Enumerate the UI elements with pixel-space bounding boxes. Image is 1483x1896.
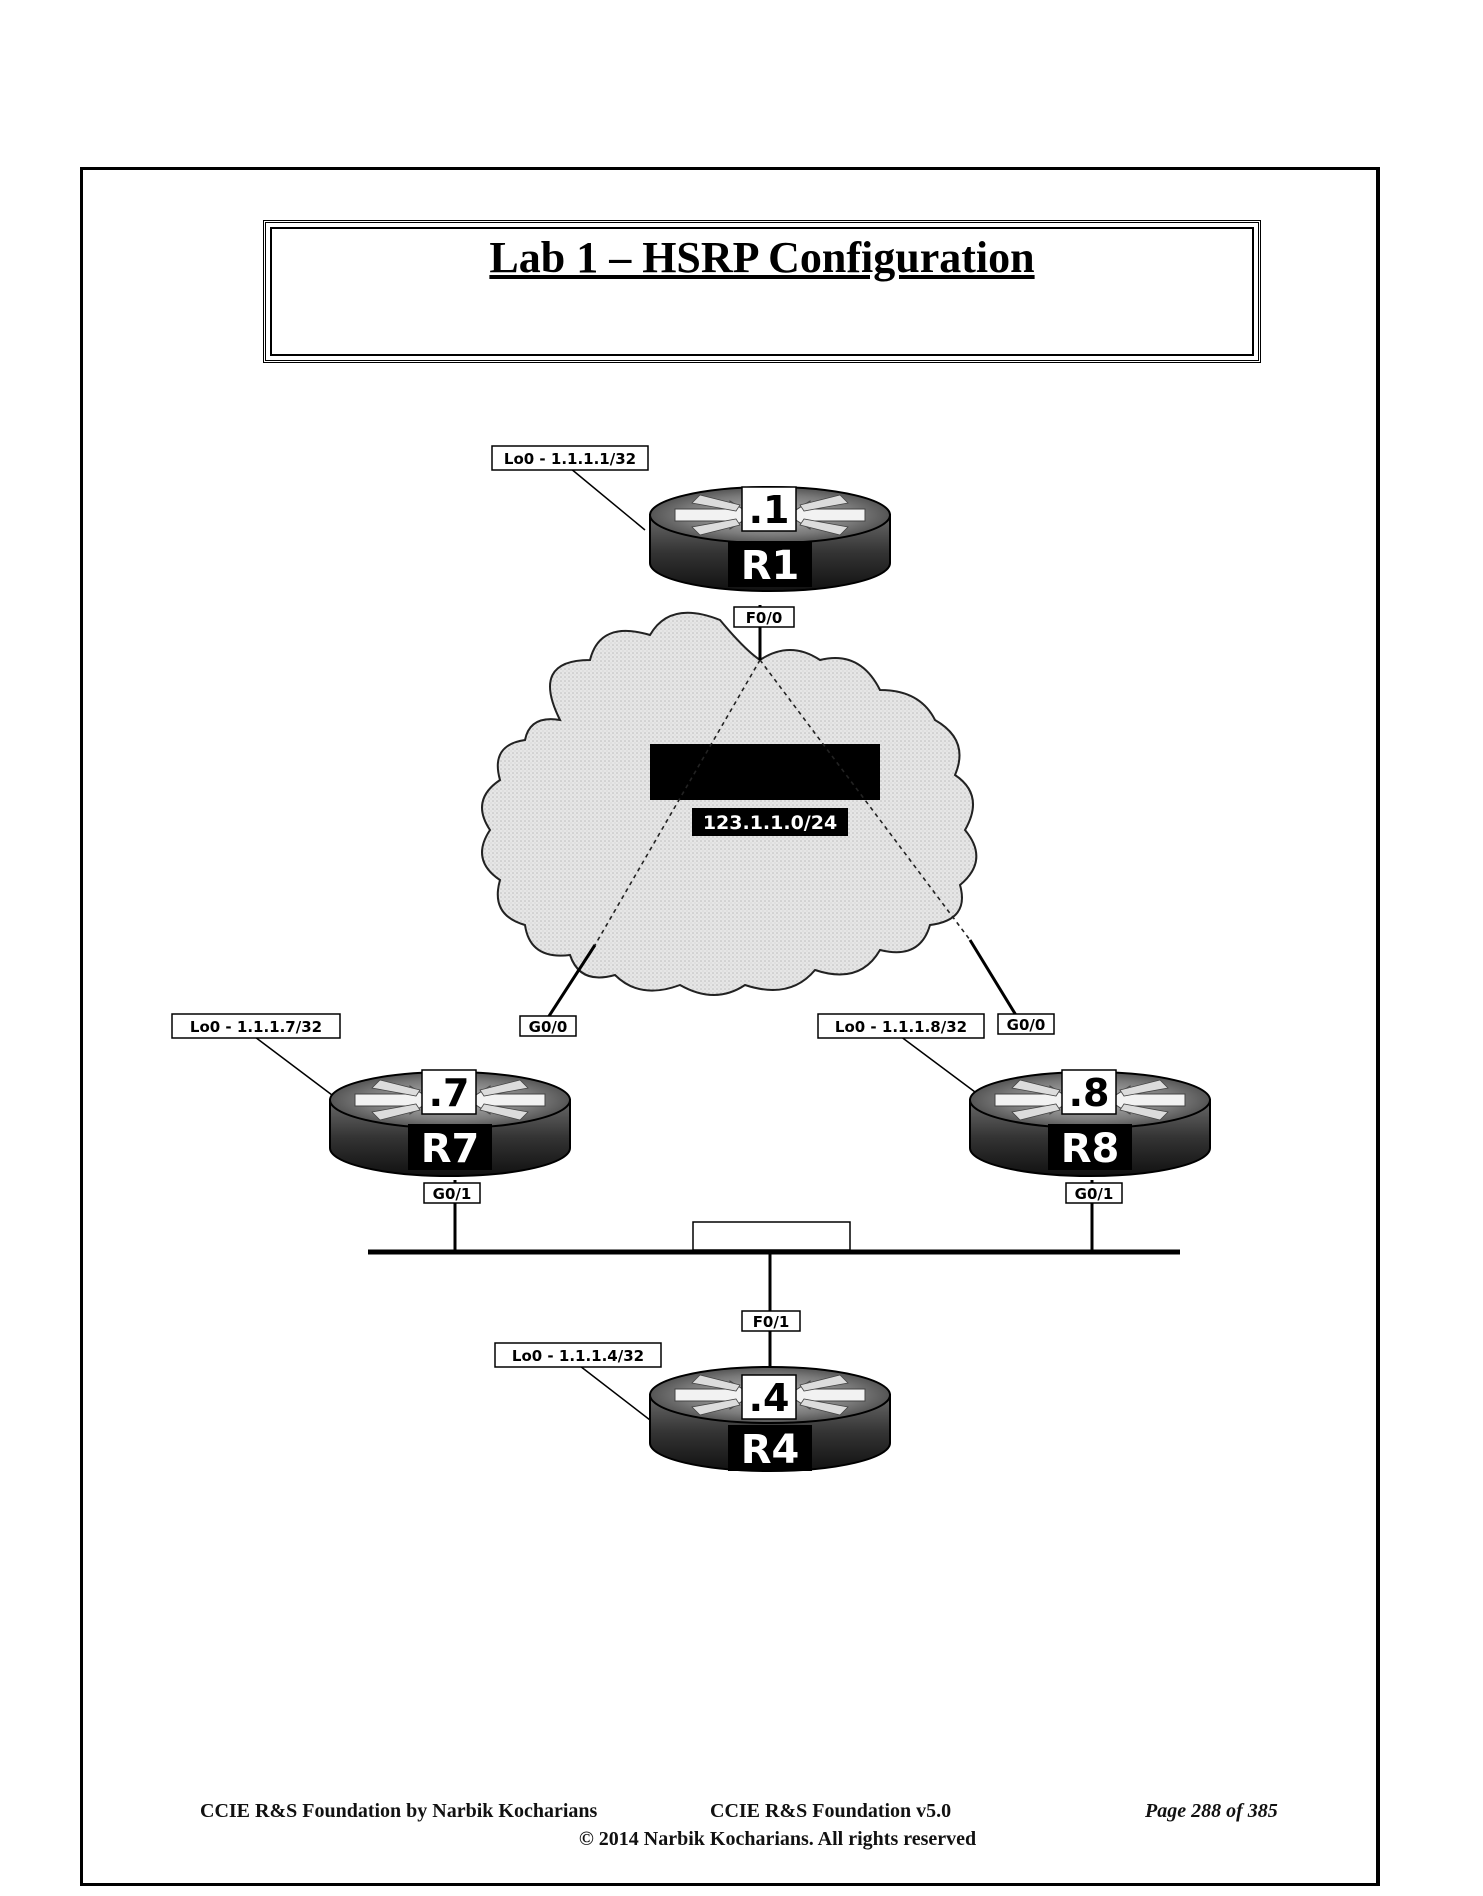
interface-label-r1-f00: F0/0 — [746, 609, 783, 627]
interface-label-r7-g00: G0/0 — [529, 1018, 568, 1036]
router-name-label: R4 — [741, 1427, 800, 1473]
router-r1: .1 R1 — [649, 486, 891, 592]
router-host-label: .8 — [1069, 1071, 1110, 1115]
interface-label-r8-g01: G0/1 — [1075, 1185, 1114, 1203]
loopback-label-r4: Lo0 - 1.1.1.4/32 — [512, 1347, 644, 1365]
router-host-label: .4 — [749, 1376, 790, 1420]
loopback-callouts: Lo0 - 1.1.1.1/32 Lo0 - 1.1.1.7/32 Lo0 - … — [171, 445, 985, 1421]
interface-labels: F0/0 G0/0 G0/0 G0/1 G0/1 F0/1 — [423, 606, 1123, 1332]
page-title: Lab 1 – HSRP Configuration — [489, 233, 1035, 282]
loopback-label-r8: Lo0 - 1.1.1.8/32 — [835, 1018, 967, 1036]
interface-label-r4-f01: F0/1 — [753, 1313, 790, 1331]
router-host-label: .7 — [429, 1071, 470, 1115]
interface-label-r8-g00: G0/0 — [1007, 1016, 1046, 1034]
cloud-label-box — [692, 808, 848, 836]
footer-left: CCIE R&S Foundation by Narbik Kocharians — [200, 1800, 598, 1822]
loopback-label-r1: Lo0 - 1.1.1.1/32 — [504, 450, 636, 468]
footer-page-number: Page 288 of 385 — [1145, 1800, 1278, 1822]
footer-copyright: © 2014 Narbik Kocharians. All rights res… — [578, 1828, 977, 1850]
redacted-label-bar — [650, 744, 880, 800]
hsrp-virtual-links — [594, 659, 971, 946]
loopback-label-r7: Lo0 - 1.1.1.7/32 — [190, 1018, 322, 1036]
footer-center: CCIE R&S Foundation v5.0 — [710, 1800, 952, 1822]
network-cloud-shape — [481, 611, 978, 996]
title-box — [263, 220, 1261, 363]
router-name-label: R8 — [1061, 1126, 1120, 1172]
router-name-label: R7 — [421, 1126, 480, 1172]
interface-label-r7-g01: G0/1 — [433, 1185, 472, 1203]
router-name-label: R1 — [741, 543, 800, 589]
router-r7: .7 R7 — [329, 1069, 571, 1177]
router-r4: .4 R4 — [649, 1366, 891, 1473]
router-r8: .8 R8 — [969, 1069, 1211, 1177]
cloud-label: 123.1.1.0/24 — [703, 812, 837, 834]
router-host-label: .1 — [749, 488, 790, 532]
page-frame — [80, 167, 1380, 1886]
lan-label-box — [692, 1221, 851, 1251]
